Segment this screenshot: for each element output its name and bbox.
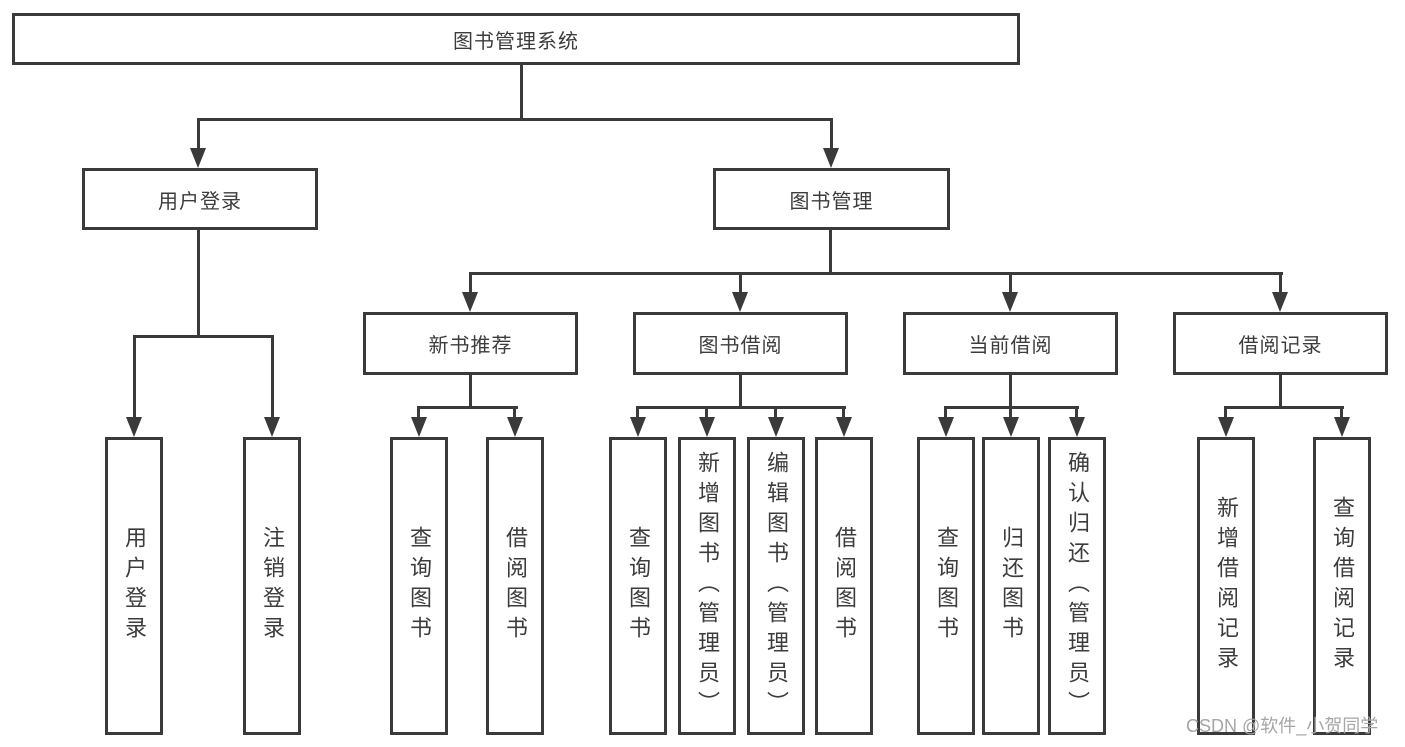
connector-module-drop [1279, 272, 1282, 294]
connector-leaf-drop [1009, 406, 1012, 421]
connector-recommend-rail [417, 406, 518, 409]
node-library-system: 图书管理系统 [12, 13, 1020, 65]
connector-leaf-drop [1340, 406, 1343, 421]
down-arrow-icon [836, 417, 852, 437]
connector-login-stem [197, 230, 200, 335]
connector-login-rail [133, 335, 274, 338]
down-arrow-icon [411, 417, 427, 437]
connector-leaf-drop [944, 406, 947, 421]
connector-module-drop [1009, 272, 1012, 294]
leaf-return-books: 归还图书 [982, 437, 1040, 735]
leaf-add-book-admin: 新增图书（管理员） [678, 437, 736, 735]
down-arrow-icon [264, 417, 280, 437]
connector-records-rail [1224, 406, 1344, 409]
down-arrow-icon [507, 417, 523, 437]
connector-recommend-stem [469, 375, 472, 408]
leaf-borrow-books: 借阅图书 [815, 437, 873, 735]
node-user-login: 用户登录 [82, 168, 318, 230]
down-arrow-icon [462, 292, 478, 312]
csdn-watermark: CSDN @软件_小贺同学 [1186, 716, 1379, 736]
leaf-query-books-borrow: 查询图书 [609, 437, 667, 735]
down-arrow-icon [1334, 417, 1350, 437]
connector-root-rail [197, 118, 833, 121]
leaf-query-books-recommend: 查询图书 [390, 437, 448, 735]
down-arrow-icon [1218, 417, 1234, 437]
connector-module-drop [739, 272, 742, 294]
leaf-confirm-return-admin: 确认归还（管理员） [1048, 437, 1106, 735]
down-arrow-icon [1002, 292, 1018, 312]
node-current-borrow: 当前借阅 [903, 312, 1118, 375]
connector-leaf-drop [636, 406, 639, 421]
connector-records-stem [1279, 375, 1282, 408]
down-arrow-icon [938, 417, 954, 437]
connector-leaf-drop [1224, 406, 1227, 421]
connector-leaf-drop [1075, 406, 1078, 421]
down-arrow-icon [823, 148, 839, 168]
connector-leaf-drop [705, 406, 708, 421]
connector-current-stem [1009, 375, 1012, 408]
down-arrow-icon [630, 417, 646, 437]
connector-borrow-rail [636, 406, 846, 409]
connector-leaf-drop [774, 406, 777, 421]
down-arrow-icon [732, 292, 748, 312]
connector-mgmt-stem [829, 230, 832, 274]
node-book-management: 图书管理 [713, 168, 950, 230]
connector-leaf-drop [271, 335, 274, 419]
leaf-logout: 注销登录 [243, 437, 301, 735]
connector-leaf-drop [842, 406, 845, 421]
down-arrow-icon [1003, 417, 1019, 437]
leaf-query-borrow-record: 查询借阅记录 [1313, 437, 1371, 735]
connector-leaf-drop [133, 335, 136, 419]
connector-leaf-drop [417, 406, 420, 421]
connector-root-stem [520, 65, 523, 121]
connector-login-drop [197, 118, 200, 151]
connector-module-drop [469, 272, 472, 294]
down-arrow-icon [768, 417, 784, 437]
connector-leaf-drop [513, 406, 516, 421]
down-arrow-icon [699, 417, 715, 437]
leaf-edit-book-admin: 编辑图书（管理员） [747, 437, 805, 735]
connector-borrow-stem [739, 375, 742, 408]
connector-mgmt-rail [469, 272, 1283, 275]
node-borrow-records: 借阅记录 [1173, 312, 1388, 375]
leaf-query-books-current: 查询图书 [917, 437, 975, 735]
down-arrow-icon [1069, 417, 1085, 437]
leaf-borrow-books-recommend: 借阅图书 [486, 437, 544, 735]
down-arrow-icon [126, 417, 142, 437]
leaf-user-login: 用户登录 [105, 437, 163, 735]
leaf-add-borrow-record: 新增借阅记录 [1197, 437, 1255, 735]
node-new-book-recommend: 新书推荐 [363, 312, 578, 375]
connector-mgmt-drop [830, 118, 833, 151]
down-arrow-icon [1272, 292, 1288, 312]
node-book-borrow: 图书借阅 [633, 312, 848, 375]
down-arrow-icon [190, 148, 206, 168]
